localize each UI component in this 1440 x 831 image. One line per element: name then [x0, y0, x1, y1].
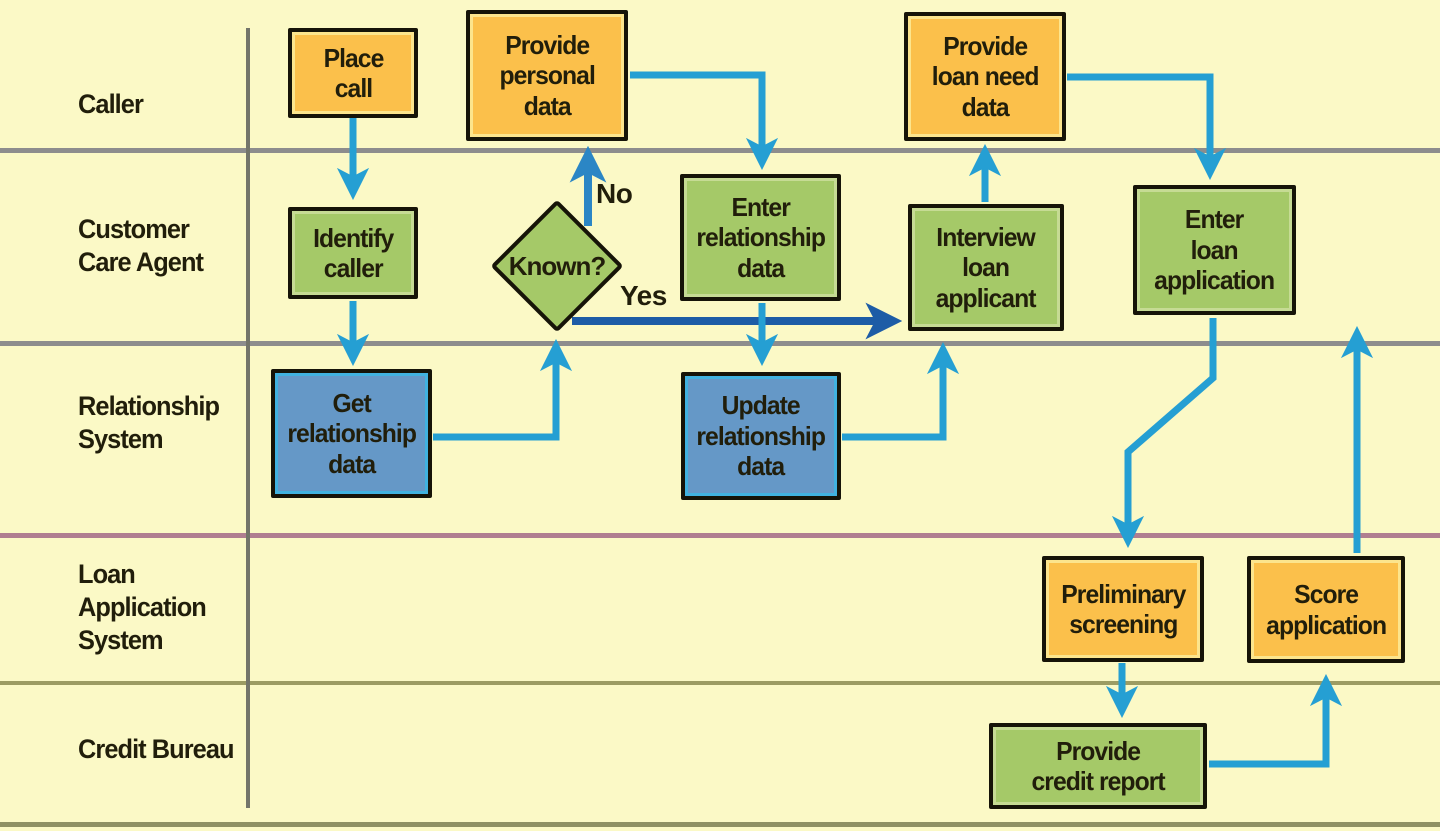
node-provide-credit-report: Provide credit report: [989, 723, 1207, 809]
node-enter-relationship-data: Enter relationship data: [680, 174, 841, 301]
node-score-application: Score application: [1247, 556, 1405, 663]
node-enter-loan-application: Enter loan application: [1133, 185, 1296, 315]
node-label-preliminary-screening: Preliminary screening: [1060, 578, 1186, 639]
node-place-call: Place call: [288, 28, 418, 118]
edge-label-yes: Yes: [620, 280, 667, 311]
node-label-get-relationship-data: Get relationship data: [287, 387, 417, 479]
node-label-enter-relationship-data: Enter relationship data: [696, 191, 826, 283]
connector-update-to-interview: [842, 341, 960, 441]
node-update-relationship-data: Update relationship data: [681, 372, 841, 500]
connector-credit-report-to-score: [1209, 673, 1343, 768]
node-label-enter-loan-application: Enter loan application: [1154, 204, 1276, 296]
lane-label-customer-care-agent: Customer Care Agent: [78, 214, 204, 277]
node-provide-personal-data: Provide personal data: [466, 10, 628, 141]
lane-label-credit-bureau: Credit Bureau: [78, 734, 235, 764]
divider-relationship-loanapp: [0, 533, 1440, 538]
divider-bottom: [0, 822, 1440, 827]
node-label-interview-loan-applicant: Interview loan applicant: [936, 221, 1037, 313]
divider-loanapp-creditbureau: [0, 681, 1440, 685]
divider-agent-relationship: [0, 341, 1440, 346]
node-label-identify-caller: Identify caller: [312, 222, 394, 283]
lane-label-caller: Caller: [78, 89, 144, 119]
lane-label-loan-application-system: Loan Application System: [78, 559, 207, 655]
edge-label-no: No: [596, 178, 633, 209]
divider-caller-agent: [0, 148, 1440, 153]
connector-provide-loan-need-to-enter-application: [1067, 73, 1227, 181]
node-label-score-application: Score application: [1266, 579, 1387, 640]
lane-label-relationship-system: Relationship System: [78, 391, 220, 454]
node-label-update-relationship-data: Update relationship data: [696, 390, 827, 482]
node-preliminary-screening: Preliminary screening: [1042, 556, 1204, 662]
node-get-relationship-data: Get relationship data: [271, 369, 432, 498]
decision-label-known: Known?: [508, 250, 607, 281]
node-provide-loan-need-data: Provide loan need data: [904, 12, 1066, 141]
node-identify-caller: Identify caller: [288, 207, 418, 299]
node-interview-loan-applicant: Interview loan applicant: [908, 204, 1064, 331]
node-label-provide-loan-need-data: Provide loan need data: [931, 30, 1040, 122]
connector-get-relationship-to-known: [433, 338, 573, 441]
connector-provide-personal-to-enter-relationship: [630, 71, 779, 171]
lane-label-separator: [246, 28, 250, 808]
node-label-provide-credit-report: Provide credit report: [1031, 735, 1165, 796]
node-label-provide-personal-data: Provide personal data: [499, 29, 595, 121]
node-label-place-call: Place call: [323, 42, 384, 103]
connector-enter-application-to-preliminary: [1111, 318, 1217, 549]
